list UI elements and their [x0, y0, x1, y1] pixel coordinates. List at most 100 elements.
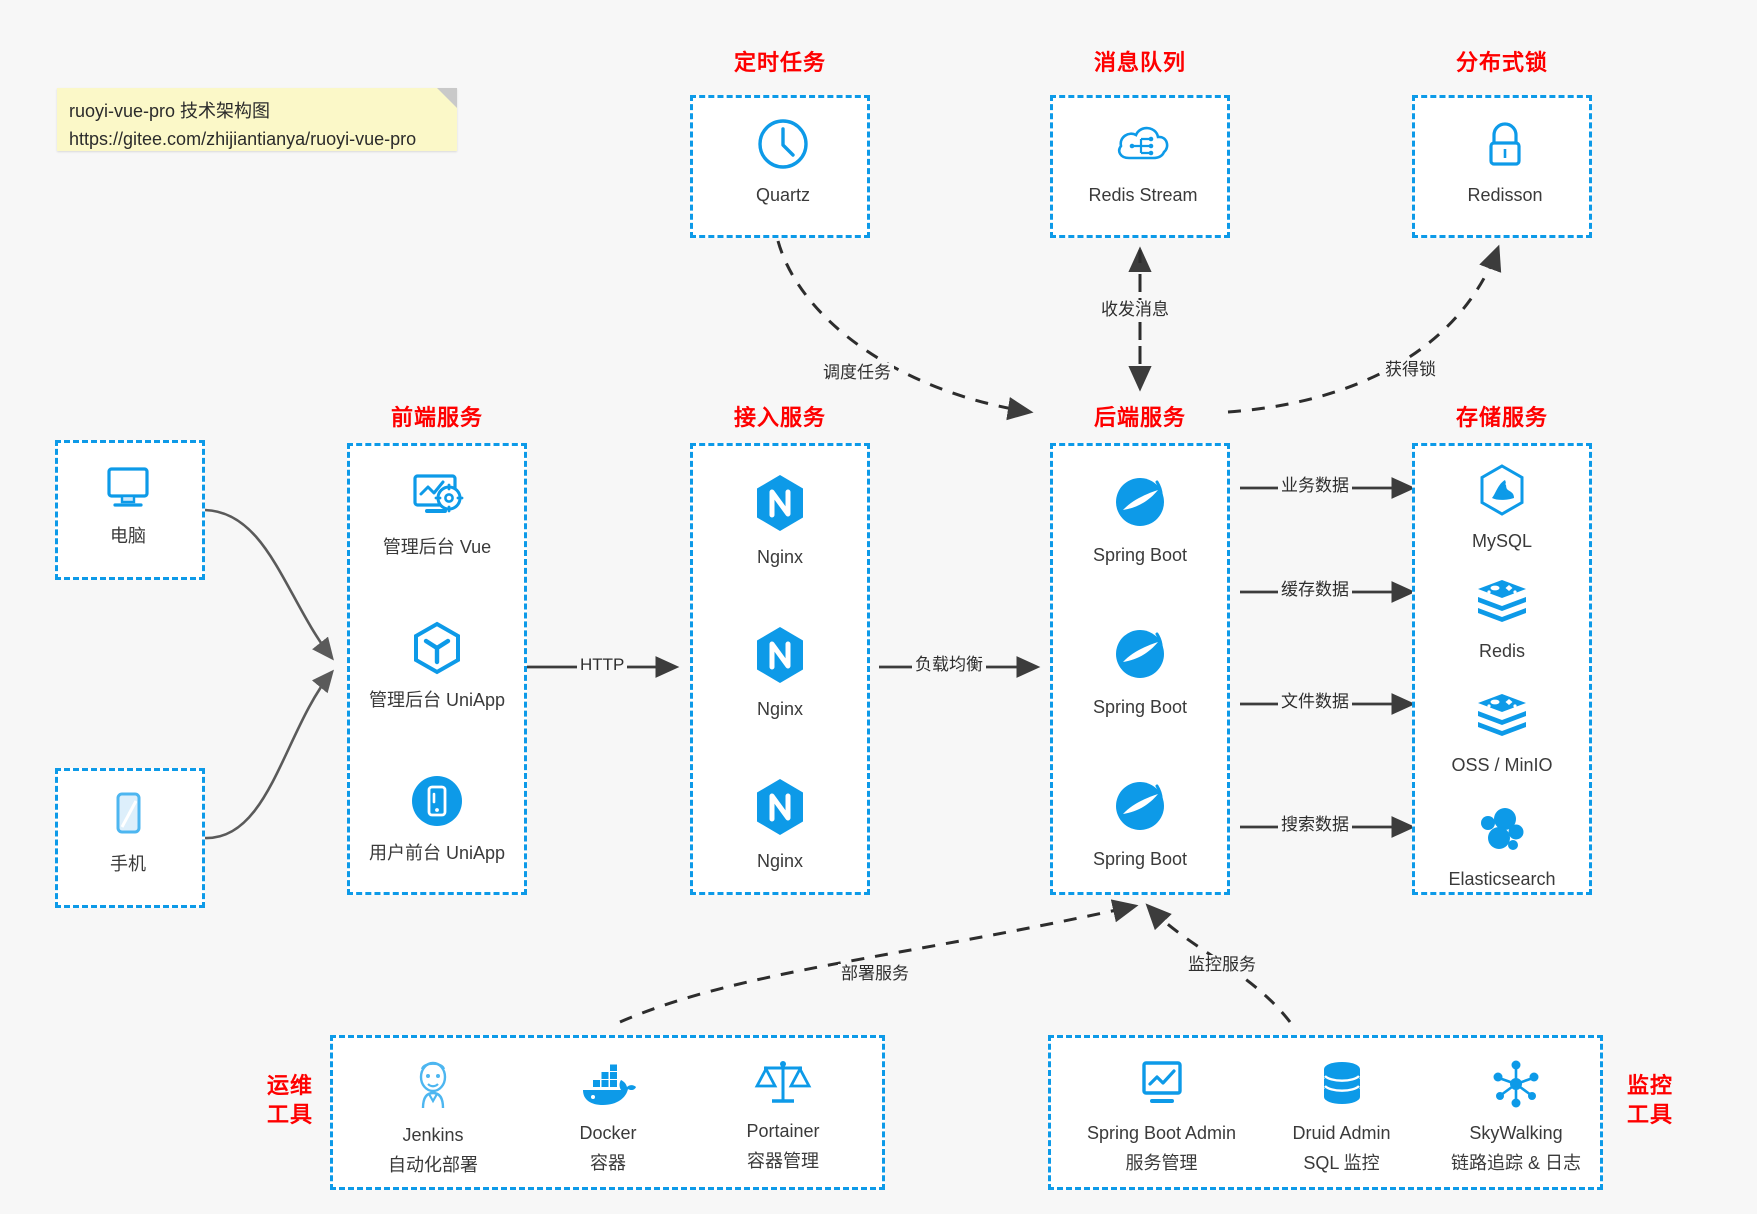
- node-portainer[interactable]: Portainer 容器管理: [703, 1056, 863, 1174]
- edge-label-file-data: 文件数据: [1278, 692, 1352, 713]
- node-sublabel: SQL 监控: [1303, 1153, 1380, 1174]
- node-sublabel: 服务管理: [1125, 1153, 1198, 1174]
- node-label: Docker: [579, 1123, 637, 1143]
- group-box-phone: 手机: [55, 768, 205, 908]
- group-box-scheduler: Quartz: [690, 95, 870, 238]
- redis-icon: [1473, 576, 1531, 633]
- node-elasticsearch[interactable]: Elasticsearch: [1422, 802, 1582, 891]
- note-url: https://gitee.com/zhijiantianya/ruoyi-vu…: [69, 128, 417, 149]
- monitor-chart-icon: [1133, 1058, 1191, 1115]
- edge-label-search-data: 搜索数据: [1278, 815, 1352, 836]
- node-oss-minio[interactable]: OSS / MinIO: [1422, 690, 1582, 777]
- node-springboot-1[interactable]: Spring Boot: [1060, 472, 1220, 567]
- node-label: Spring Boot: [1092, 849, 1188, 869]
- mobile-app-icon: [408, 772, 466, 835]
- group-box-pc: 电脑: [55, 440, 205, 580]
- edge-label-load-balance: 负载均衡: [912, 655, 986, 676]
- network-hub-icon: [1489, 1058, 1543, 1115]
- edge-label-acquire-lock: 获得锁: [1382, 360, 1439, 381]
- lock-icon: [1477, 116, 1533, 177]
- node-druid-admin[interactable]: Druid Admin SQL 监控: [1259, 1058, 1424, 1176]
- group-title-scheduler: 定时任务: [733, 50, 826, 75]
- group-title-lock: 分布式锁: [1455, 50, 1548, 75]
- node-label: Elasticsearch: [1448, 869, 1556, 889]
- uniapp-cube-icon: [408, 619, 466, 682]
- node-label: MySQL: [1471, 531, 1532, 551]
- node-sublabel: 自动化部署: [388, 1155, 478, 1176]
- node-sublabel: 链路追踪 & 日志: [1450, 1153, 1581, 1174]
- group-title-ops-line2: 工具: [266, 1101, 313, 1127]
- group-title-frontend: 前端服务: [390, 405, 483, 430]
- node-label: Nginx: [756, 851, 804, 871]
- node-label: SkyWalking: [1469, 1123, 1563, 1143]
- node-label: Spring Boot: [1092, 697, 1188, 717]
- monitor-icon: [100, 461, 156, 518]
- group-title-mq: 消息队列: [1093, 50, 1186, 75]
- node-redisson[interactable]: Redisson: [1425, 116, 1585, 207]
- edge-label-cache-data: 缓存数据: [1278, 580, 1352, 601]
- group-title-ops: 运维 工具: [255, 1072, 325, 1129]
- node-user-uniapp[interactable]: 用户前台 UniApp: [357, 772, 517, 865]
- mysql-icon: [1474, 462, 1530, 523]
- annotation-note: ruoyi-vue-pro 技术架构图 https://gitee.com/zh…: [57, 88, 457, 151]
- edge-label-business-data: 业务数据: [1278, 476, 1352, 497]
- node-label: Quartz: [755, 185, 811, 205]
- node-label: 用户前台 UniApp: [368, 843, 506, 863]
- node-label: Druid Admin: [1292, 1123, 1391, 1143]
- node-label: Portainer: [746, 1121, 820, 1141]
- redis-icon: [1473, 690, 1531, 747]
- node-quartz[interactable]: Quartz: [703, 116, 863, 207]
- node-skywalking[interactable]: SkyWalking 链路追踪 & 日志: [1426, 1058, 1606, 1176]
- edge-label-deploy-service: 部署服务: [838, 964, 912, 985]
- node-label: Jenkins: [402, 1125, 464, 1145]
- group-title-monitor-line2: 工具: [1626, 1101, 1673, 1127]
- cloud-network-icon: [1113, 116, 1173, 177]
- node-mysql[interactable]: MySQL: [1422, 462, 1582, 553]
- group-title-backend: 后端服务: [1093, 405, 1186, 430]
- node-nginx-3[interactable]: Nginx: [700, 776, 860, 873]
- node-spring-boot-admin[interactable]: Spring Boot Admin 服务管理: [1069, 1058, 1254, 1176]
- node-nginx-1[interactable]: Nginx: [700, 472, 860, 569]
- note-title: ruoyi-vue-pro 技术架构图: [69, 101, 271, 121]
- group-box-lock: Redisson: [1412, 95, 1592, 238]
- node-nginx-2[interactable]: Nginx: [700, 624, 860, 721]
- clock-icon: [755, 116, 811, 177]
- jenkins-icon: [405, 1056, 461, 1117]
- node-redis[interactable]: Redis: [1422, 576, 1582, 663]
- node-label: 管理后台 UniApp: [368, 690, 506, 710]
- group-box-gateway: Nginx Nginx Nginx: [690, 443, 870, 895]
- node-label: Nginx: [756, 547, 804, 567]
- node-label: 管理后台 Vue: [382, 537, 492, 557]
- edge-label-http: HTTP: [577, 655, 628, 676]
- node-jenkins[interactable]: Jenkins 自动化部署: [353, 1056, 513, 1178]
- node-springboot-2[interactable]: Spring Boot: [1060, 624, 1220, 719]
- database-icon: [1316, 1058, 1368, 1115]
- node-springboot-3[interactable]: Spring Boot: [1060, 776, 1220, 871]
- node-label: Redis Stream: [1088, 185, 1198, 205]
- docker-icon: [577, 1064, 639, 1115]
- group-box-frontend: 管理后台 Vue 管理后台 UniApp 用户前台 U: [347, 443, 527, 895]
- spring-boot-icon: [1110, 472, 1170, 537]
- node-phone[interactable]: 手机: [53, 789, 203, 876]
- node-docker[interactable]: Docker 容器: [528, 1064, 688, 1176]
- group-box-mq: Redis Stream: [1050, 95, 1230, 238]
- spring-boot-icon: [1110, 624, 1170, 689]
- note-fold-corner: [437, 88, 457, 108]
- node-pc[interactable]: 电脑: [53, 461, 203, 548]
- group-box-ops: Jenkins 自动化部署 Docker 容器: [330, 1035, 885, 1190]
- node-label: Redisson: [1467, 185, 1543, 205]
- node-admin-vue[interactable]: 管理后台 Vue: [357, 468, 517, 559]
- node-admin-uniapp[interactable]: 管理后台 UniApp: [357, 619, 517, 712]
- group-box-storage: MySQL Redis: [1412, 443, 1592, 895]
- group-title-monitor-line1: 监控: [1626, 1073, 1673, 1098]
- dashboard-settings-icon: [405, 468, 469, 529]
- node-label: Nginx: [756, 699, 804, 719]
- nginx-icon: [751, 776, 809, 843]
- elasticsearch-icon: [1474, 802, 1530, 861]
- node-redis-stream[interactable]: Redis Stream: [1063, 116, 1223, 207]
- node-label: Spring Boot Admin: [1086, 1123, 1237, 1143]
- edge-label-schedule-task: 调度任务: [820, 363, 894, 384]
- smartphone-icon: [105, 789, 151, 846]
- group-box-backend: Spring Boot Spring Boot Spring Boot: [1050, 443, 1230, 895]
